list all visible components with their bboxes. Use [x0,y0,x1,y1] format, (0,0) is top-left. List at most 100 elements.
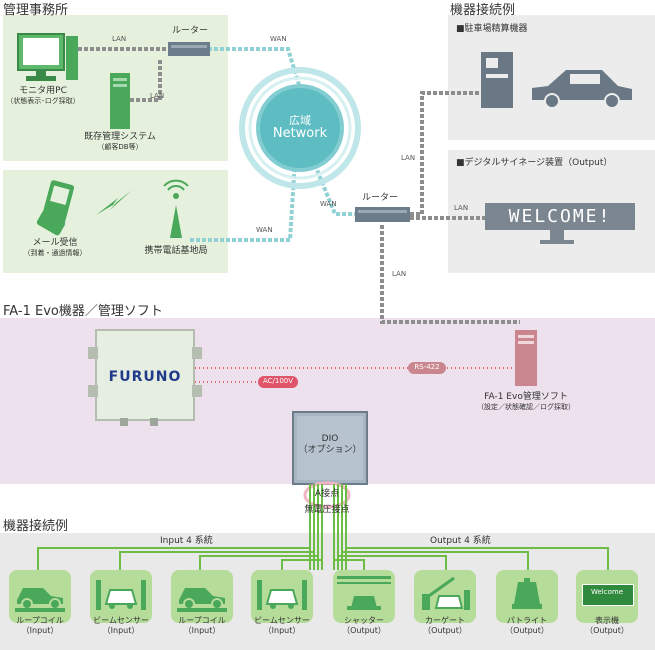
output-label: Output 4 系統 [430,536,491,546]
tile-patlite [496,570,558,623]
beam-sensor-icon [257,580,307,610]
led-sign-text: WELCOME! [508,206,612,227]
right-lan-lines [380,91,520,324]
contact-b-label: 無電圧接点 [304,505,350,515]
lan-label-right: LAN [454,204,469,212]
car-icon [177,588,227,612]
network-globe [239,67,361,189]
mail-label: メール受信 （到着・通過情報） [5,238,105,258]
label-loop-coil-1: ループコイル （Input） [0,616,80,636]
wan-label-1: WAN [270,35,287,43]
contact-ring [303,481,351,509]
item-name: ループコイル [178,616,226,625]
item-io: （Output） [423,626,467,635]
contact-a-label: A接点 [314,489,340,499]
dio-label: DIO （オプション） [293,434,367,456]
wan-label-3: WAN [320,200,337,208]
monitor-pc-drawing [17,33,78,81]
green-wiring [37,484,609,570]
item-io: （Input） [183,626,221,635]
section-title-office: 管理事務所 [3,3,69,18]
lan-label-up: LAN [401,154,416,162]
item-name: 表示機 [595,616,619,625]
rs422-tag [408,362,446,374]
label-loop-coil-2: ループコイル （Input） [162,616,242,636]
router-top [168,42,210,56]
management-soft-label: FA-1 Evo管理ソフト （設定／状態確認／ログ採取） [466,392,586,412]
wan-label-2: WAN [256,226,273,234]
lan-label-2: LAN [150,92,165,100]
network-line-2: Network [272,126,328,141]
lan-label-1: LAN [112,35,127,43]
item-name: ビームセンサー [93,616,149,625]
legacy-system-sub: （顧客DB等） [97,143,143,151]
fa1-unit-drawing [88,329,202,426]
item-io: （Input） [263,626,301,635]
management-soft-name: FA-1 Evo管理ソフト [484,392,568,402]
monitor-pc-label: モニタ用PC （状態表示･ログ採取） [0,86,86,106]
furuno-brand: FURUNO [108,369,182,385]
tile-beam-sensor-2 [251,570,313,623]
label-display: 表示機 （Output） [567,616,647,636]
display-board [582,584,634,606]
item-io: （Input） [102,626,140,635]
item-io: （Output） [585,626,629,635]
dio-box-drawing [292,411,368,485]
network-label: 広域 Network [260,114,340,140]
office-lan-lines [78,47,168,102]
shutter-icon [337,576,391,610]
monitor-pc-sub: （状態表示･ログ採取） [6,97,80,105]
item-io: （Input） [21,626,59,635]
label-car-gate: カーゲート （Output） [405,616,485,636]
monitor-pc-name: モニタ用PC [19,86,67,96]
lan-label-down: LAN [392,270,407,278]
red-dotted-lines [195,367,520,383]
tile-car-gate [414,570,476,623]
patlite-icon [512,578,542,609]
display-board-text: Welcome [590,588,624,596]
label-beam-sensor-2: ビームセンサー （Input） [242,616,322,636]
section-title-devices-top: 機器接続例 [450,3,516,18]
item-name: パトライト [506,616,548,625]
management-soft-sub: （設定／状態確認／ログ採取） [477,403,575,411]
tile-display: Welcome [576,570,638,623]
car-drawing [532,70,632,109]
ac-label: AC/100V [262,377,294,385]
mail-name: メール受信 [32,238,78,248]
parking-title: ■駐車場精算機器 [456,24,528,34]
item-io: （Output） [342,626,386,635]
item-name: カーゲート [425,616,465,625]
lightning-bolt [96,190,132,215]
ac-tag [258,376,298,388]
item-name: ビームセンサー [254,616,310,625]
mobile-phone-drawing [36,180,75,236]
base-station-drawing [163,179,189,238]
car-gate-icon [422,576,470,610]
car-icon [15,588,65,612]
rs422-label: RS-422 [414,363,440,371]
tile-loop-coil-2 [171,570,233,623]
section-title-devices-bottom: 機器接続例 [3,519,69,534]
legacy-system-label: 既存管理システム （顧客DB等） [70,132,170,152]
dio-line-1: DIO [321,434,339,444]
led-sign-drawing [485,203,635,244]
item-name: ループコイル [16,616,64,625]
parking-machine-drawing [481,52,513,108]
signage-title: ■デジタルサイネージ装置（Output） [456,158,613,168]
tile-shutter [333,570,395,623]
label-patlite: パトライト （Output） [487,616,567,636]
item-io: （Output） [505,626,549,635]
router-mid-label: ルーター [362,193,399,203]
beam-sensor-icon [96,580,146,610]
item-name: シャッター [344,616,384,625]
network-line-1: 広域 [289,114,311,127]
tile-beam-sensor-1 [90,570,152,623]
management-pc-drawing [515,330,537,386]
legacy-system-name: 既存管理システム [84,132,156,142]
router-top-label: ルーター [172,26,209,36]
input-label: Input 4 系統 [160,536,213,546]
mail-sub: （到着・通過情報） [23,249,87,257]
dio-line-2: （オプション） [298,445,362,455]
legacy-server-drawing [110,73,130,129]
